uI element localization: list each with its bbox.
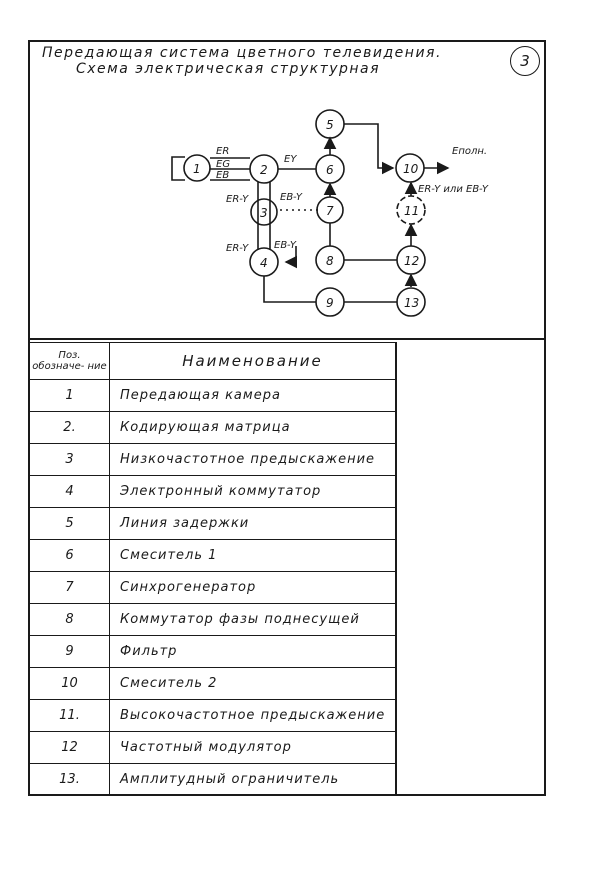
node-13	[396, 287, 426, 317]
signal-eg: EG	[216, 159, 230, 170]
node-4-label: 4	[260, 256, 268, 270]
node-6-label: 6	[326, 163, 334, 177]
node-1	[183, 154, 211, 182]
row-pos: 9	[29, 635, 110, 668]
signal-eby-bottom: EB-Y	[274, 240, 297, 251]
blank-right-column	[396, 342, 544, 794]
row-name: Частотный модулятор	[109, 731, 396, 764]
row-pos: 8	[29, 603, 110, 636]
node-12-label: 12	[404, 254, 419, 268]
row-name: Амплитудный ограничитель	[109, 763, 396, 796]
node-4	[249, 247, 279, 277]
node-2-label: 2	[260, 163, 268, 177]
title-line-2: Схема электрическая структурная	[76, 61, 381, 77]
sheet-number: 3	[510, 46, 540, 76]
row-pos: 7	[29, 571, 110, 604]
row-pos: 11.	[29, 699, 110, 732]
drawing-title: Передающая система цветного телевидения.…	[42, 45, 442, 77]
signal-ery-top: ER-Y	[226, 194, 249, 205]
line-5-10	[344, 123, 395, 175]
title-line-1: Передающая система цветного телевидения.	[42, 45, 442, 61]
row-name: Электронный коммутатор	[109, 475, 396, 508]
node-5-label: 5	[326, 118, 334, 132]
row-name: Синхрогенератор	[109, 571, 396, 604]
header-name: Наименование	[109, 342, 396, 380]
node-9	[315, 287, 345, 317]
row-name: Фильтр	[109, 635, 396, 668]
arrow-into-4	[284, 246, 298, 269]
table-row: 2.Кодирующая матрица	[29, 411, 396, 444]
row-name: Кодирующая матрица	[109, 411, 396, 444]
signal-ey: EY	[284, 154, 297, 165]
camera-loop-line	[171, 156, 185, 181]
row-pos: 6	[29, 539, 110, 572]
row-name: Высокочастотное предыскажение	[109, 699, 396, 732]
node-10	[395, 153, 425, 183]
node-6	[315, 154, 345, 184]
table-row: 13.Амплитудный ограничитель	[29, 763, 396, 796]
row-pos: 12	[29, 731, 110, 764]
node-3	[250, 198, 278, 226]
row-pos: 4	[29, 475, 110, 508]
row-pos: 5	[29, 507, 110, 540]
node-11-label: 11	[404, 204, 419, 218]
row-name: Коммутатор фазы поднесущей	[109, 603, 396, 636]
node-13-label: 13	[404, 296, 419, 310]
row-pos: 10	[29, 667, 110, 700]
row-pos: 1	[29, 379, 110, 412]
signal-epoln: Eполн.	[452, 146, 487, 157]
row-pos: 2.	[29, 411, 110, 444]
node-12	[396, 245, 426, 275]
row-name: Передающая камера	[109, 379, 396, 412]
node-1-label: 1	[193, 162, 201, 176]
line-4-9	[263, 276, 316, 303]
node-8	[315, 245, 345, 275]
row-name: Линия задержки	[109, 507, 396, 540]
node-9-label: 9	[326, 296, 334, 310]
node-3-label: 3	[260, 206, 268, 220]
signal-ery-or-eby: ER-Y или EB-Y	[418, 184, 489, 195]
signal-er: ER	[216, 146, 229, 157]
row-name: Смеситель 1	[109, 539, 396, 572]
signal-eb: EB	[216, 170, 229, 181]
node-7	[316, 196, 344, 224]
table-header-row: Поз. обозначе- ние Наименование	[29, 342, 396, 380]
node-11	[396, 195, 426, 225]
row-pos: 3	[29, 443, 110, 476]
node-8-label: 8	[326, 254, 334, 268]
row-name: Смеситель 2	[109, 667, 396, 700]
header-position: Поз. обозначе- ние	[29, 342, 110, 380]
signal-eby-top: EB-Y	[280, 192, 303, 203]
table-row: 11.Высокочастотное предыскажение	[29, 699, 396, 732]
row-name: Низкочастотное предыскажение	[109, 443, 396, 476]
node-10-label: 10	[403, 162, 419, 176]
row-pos: 13.	[29, 763, 110, 796]
node-7-label: 7	[326, 204, 334, 218]
signal-ery-bottom: ER-Y	[226, 243, 249, 254]
node-2	[249, 154, 279, 184]
block-diagram: 1 2 3 4 5 6 7 8 9 10 11 12 13 ER EG EB E…	[29, 109, 546, 340]
node-5	[315, 109, 345, 139]
